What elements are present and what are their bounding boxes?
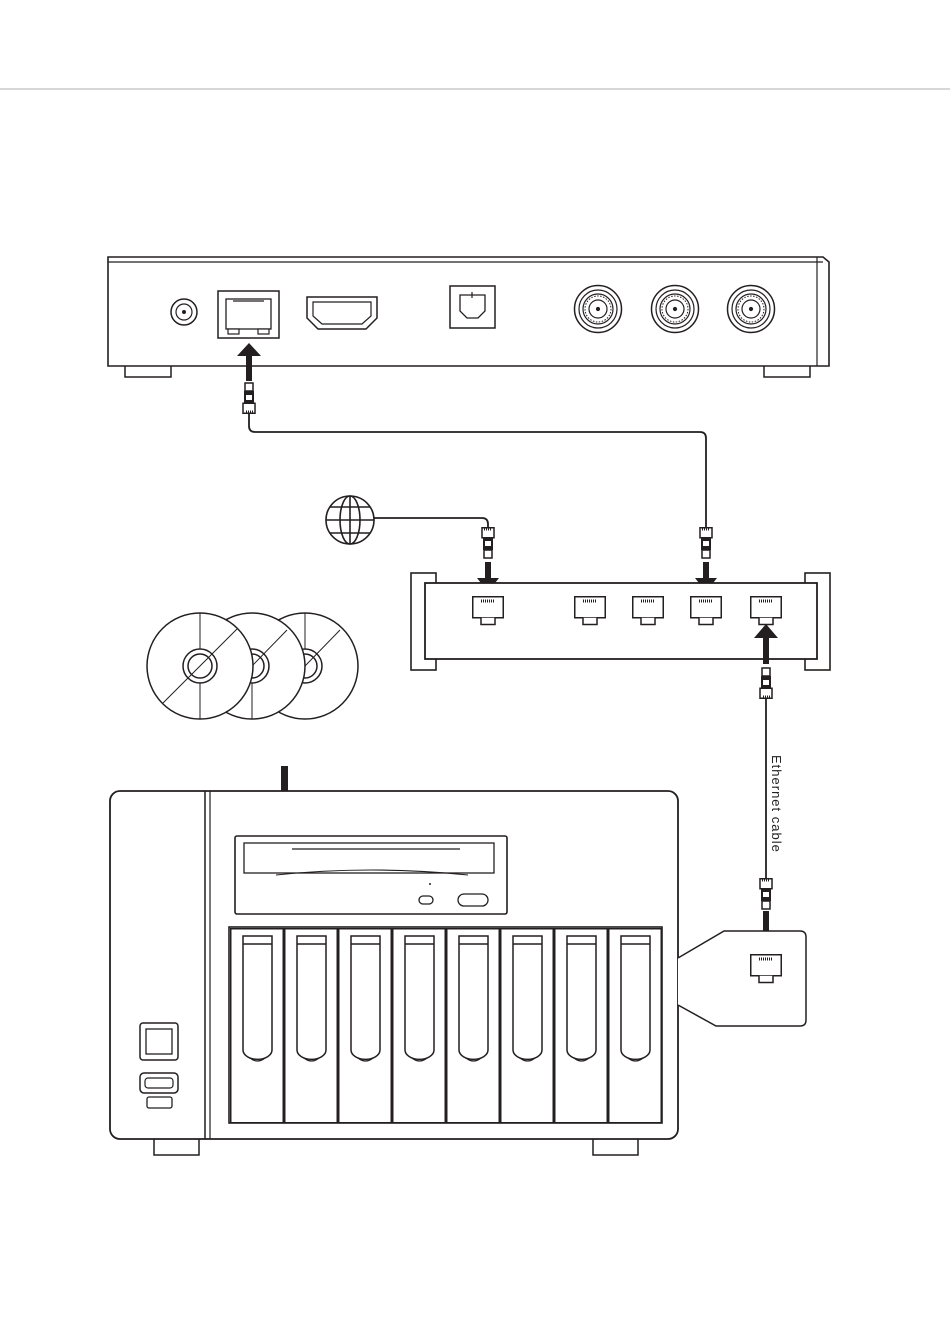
cable-label: Ethernet cable	[769, 755, 784, 853]
ethernet-plug-icon	[243, 383, 255, 413]
drive-led	[419, 896, 433, 904]
drive-tray-2	[285, 929, 338, 1123]
ethernet-plug-icon	[760, 668, 772, 698]
globe-icon	[326, 496, 374, 544]
coax-port-icon-1	[575, 286, 622, 333]
optical-port-icon	[450, 286, 495, 328]
power-button-icon	[140, 1023, 178, 1060]
drive-trays	[231, 929, 662, 1123]
power-jack-icon	[171, 299, 197, 325]
discs-icon	[147, 613, 358, 719]
drive-tray-6	[501, 929, 554, 1123]
coax-port-icon-2	[652, 286, 699, 333]
ethernet-plug-icon	[700, 528, 712, 558]
ethernet-cable-1	[249, 414, 706, 527]
eject-button	[458, 894, 488, 906]
optical-drive	[235, 836, 507, 914]
drive-tray-7	[555, 929, 608, 1123]
drive-tray-8	[609, 929, 662, 1123]
lan-port-callout	[678, 931, 806, 1026]
drive-tray-1	[231, 929, 284, 1123]
drive-tray-3	[339, 929, 392, 1123]
set-top-box	[108, 257, 829, 377]
drive-tray-5	[447, 929, 500, 1123]
coax-port-icon-3	[728, 286, 775, 333]
ethernet-plug-icon	[482, 528, 494, 558]
drive-tray-4	[393, 929, 446, 1123]
internet-cable	[374, 518, 488, 527]
ethernet-plug-icon	[760, 879, 772, 909]
lan-port-icon	[218, 291, 279, 338]
